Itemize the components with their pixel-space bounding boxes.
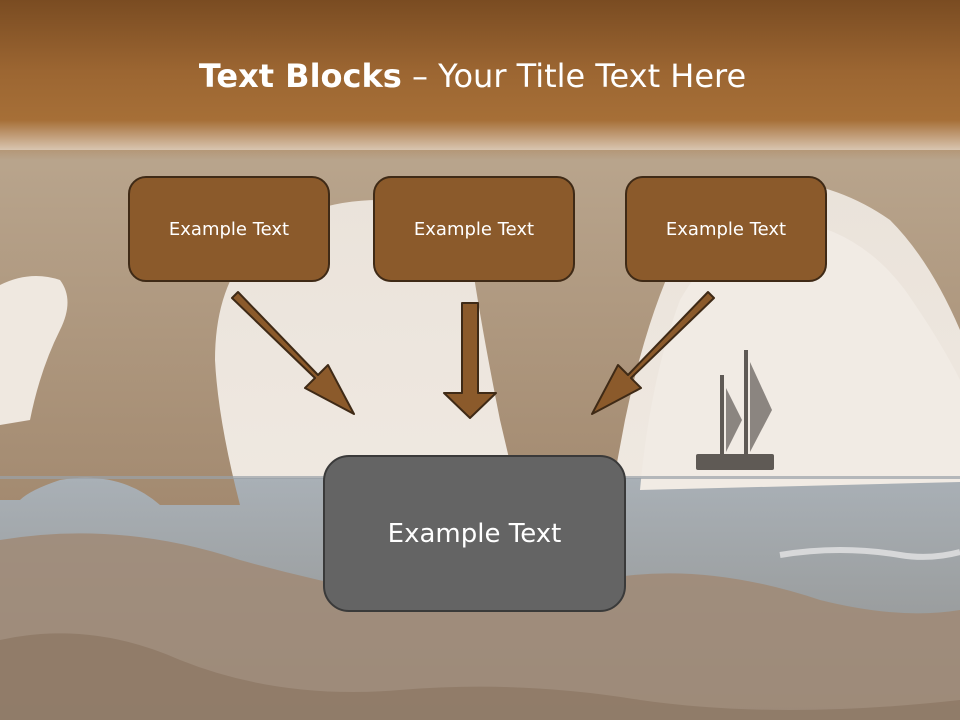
title-rest-part: Your Title Text Here bbox=[438, 57, 747, 95]
arrow-down bbox=[443, 302, 497, 419]
example-box-center: Example Text bbox=[373, 176, 575, 282]
title-bold-part: Text Blocks bbox=[198, 57, 402, 95]
example-text-center: Example Text bbox=[413, 218, 535, 240]
example-box-right: Example Text bbox=[625, 176, 827, 282]
slide-title: Text Blocks – Your Title Text Here bbox=[0, 52, 945, 100]
arrow-right-diagonal bbox=[591, 291, 715, 415]
example-box-bottom: Example Text bbox=[323, 455, 626, 612]
example-box-left: Example Text bbox=[128, 176, 330, 282]
title-dash: – bbox=[401, 57, 439, 95]
example-text-left: Example Text bbox=[168, 218, 290, 240]
example-text-right: Example Text bbox=[665, 218, 787, 240]
example-text-bottom: Example Text bbox=[387, 518, 562, 549]
title-band bbox=[0, 0, 960, 160]
arrow-left-diagonal bbox=[231, 291, 355, 415]
